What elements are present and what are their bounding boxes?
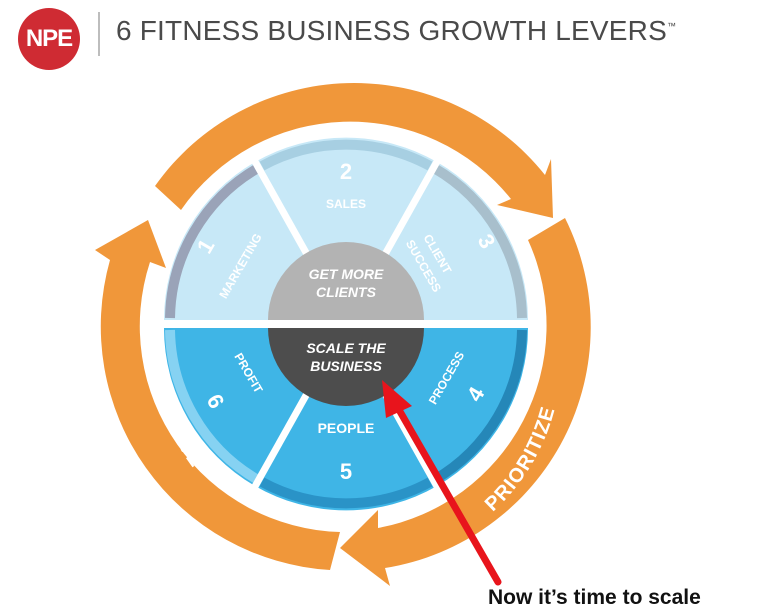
annotation-caption: Now it’s time to scale <box>488 586 701 609</box>
page-title: 6 FITNESS BUSINESS GROWTH LEVERS™ <box>116 15 676 47</box>
lever-5-number: 5 <box>340 459 352 484</box>
lever-5-label: PEOPLE <box>318 420 375 436</box>
hub-bottom-line1: SCALE THE <box>306 340 386 356</box>
hub-labels: GET MORE CLIENTS SCALE THE BUSINESS <box>306 266 386 374</box>
rim-process <box>431 329 527 485</box>
header-divider <box>98 12 100 56</box>
prioritize-arrow <box>340 218 591 586</box>
trademark-mark: ™ <box>666 21 677 31</box>
hub-bottom-line2: BUSINESS <box>310 358 382 374</box>
rim-people <box>259 477 433 509</box>
title-text: 6 FITNESS BUSINESS GROWTH LEVERS <box>116 15 667 46</box>
lever-2-label: SALES <box>326 197 366 211</box>
lever-wheel <box>160 137 532 511</box>
hub-top <box>268 242 424 320</box>
lever-2-number: 2 <box>340 159 352 184</box>
cycle-ring: ASSESS PRIORITIZE EXECUTE <box>95 65 591 586</box>
hub-top-line1: GET MORE <box>309 266 384 282</box>
execute-arrow <box>95 220 340 570</box>
segment-people <box>255 328 437 511</box>
hub-top-line2: CLIENTS <box>316 284 377 300</box>
rim-client-success <box>431 163 527 319</box>
assess-arrow <box>155 83 553 218</box>
npe-logo: NPE <box>18 8 80 70</box>
segment-sales <box>255 137 437 320</box>
logo-text: NPE <box>25 25 73 52</box>
rim-marketing <box>165 163 261 319</box>
rim-sales <box>259 139 433 171</box>
scale-arrow <box>382 380 502 586</box>
rim-profit <box>165 329 261 485</box>
